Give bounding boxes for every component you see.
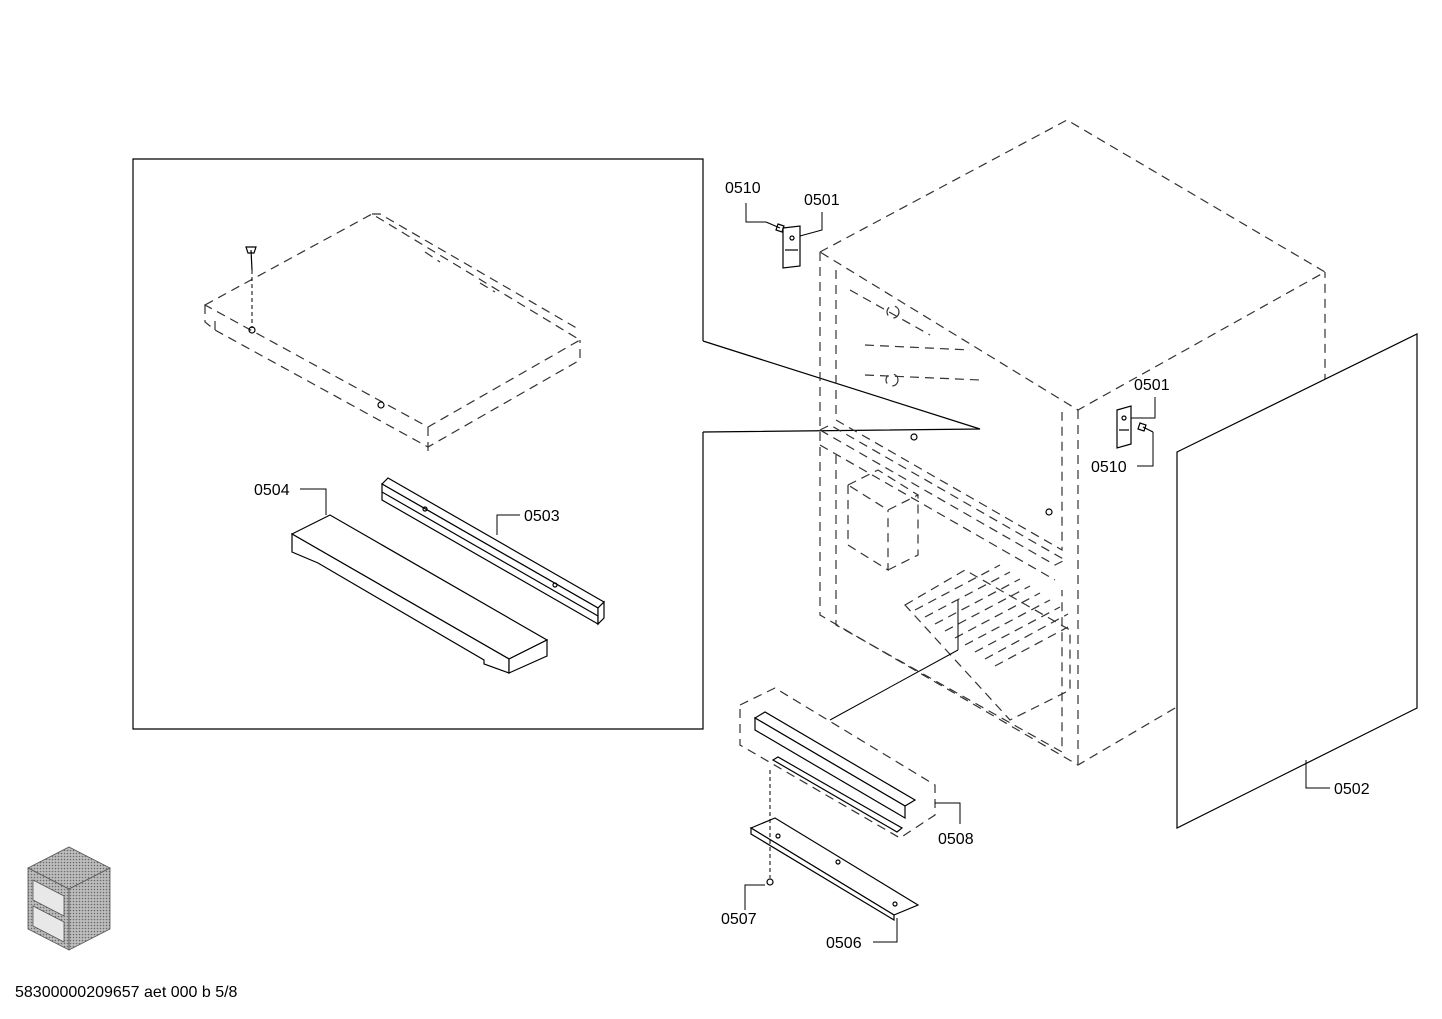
- leader-lines: [300, 203, 1330, 943]
- bottom-rack: [904, 564, 1071, 721]
- part-0501-bracket-right: [1116, 405, 1132, 449]
- screw-0510-top-icon: [765, 221, 785, 233]
- callout-0503: 0503: [524, 508, 560, 525]
- part-0508-assembly: [739, 687, 936, 839]
- callout-0506: 0506: [826, 935, 862, 952]
- callout-0508: 0508: [938, 831, 974, 848]
- callout-0504: 0504: [254, 482, 290, 499]
- cabinet-thumbnail-icon: [27, 846, 111, 951]
- screw-0510-right-icon: [1137, 422, 1154, 433]
- callout-0507: 0507: [721, 911, 757, 928]
- callout-0510-right: 0510: [1091, 459, 1127, 476]
- screw-0507-icon: [766, 770, 774, 886]
- detail-inset-frame: [132, 158, 981, 730]
- callout-0501-right: 0501: [1134, 377, 1170, 394]
- part-0504-bar: [290, 514, 549, 674]
- callout-0510-top: 0510: [725, 180, 761, 197]
- cabinet-outline: [818, 119, 1327, 766]
- part-0502-side-panel: [1176, 333, 1418, 829]
- document-id: 58300000209657 aet 000 b 5/8: [15, 984, 238, 1001]
- callout-0501-top: 0501: [804, 192, 840, 209]
- part-0506-plate: [749, 817, 920, 922]
- part-0501-bracket-top: [782, 225, 801, 269]
- inset-tray-part: [203, 213, 582, 453]
- inset-screw-icon: [245, 246, 257, 328]
- part-0503-rail: [381, 477, 605, 626]
- callout-0502: 0502: [1334, 781, 1370, 798]
